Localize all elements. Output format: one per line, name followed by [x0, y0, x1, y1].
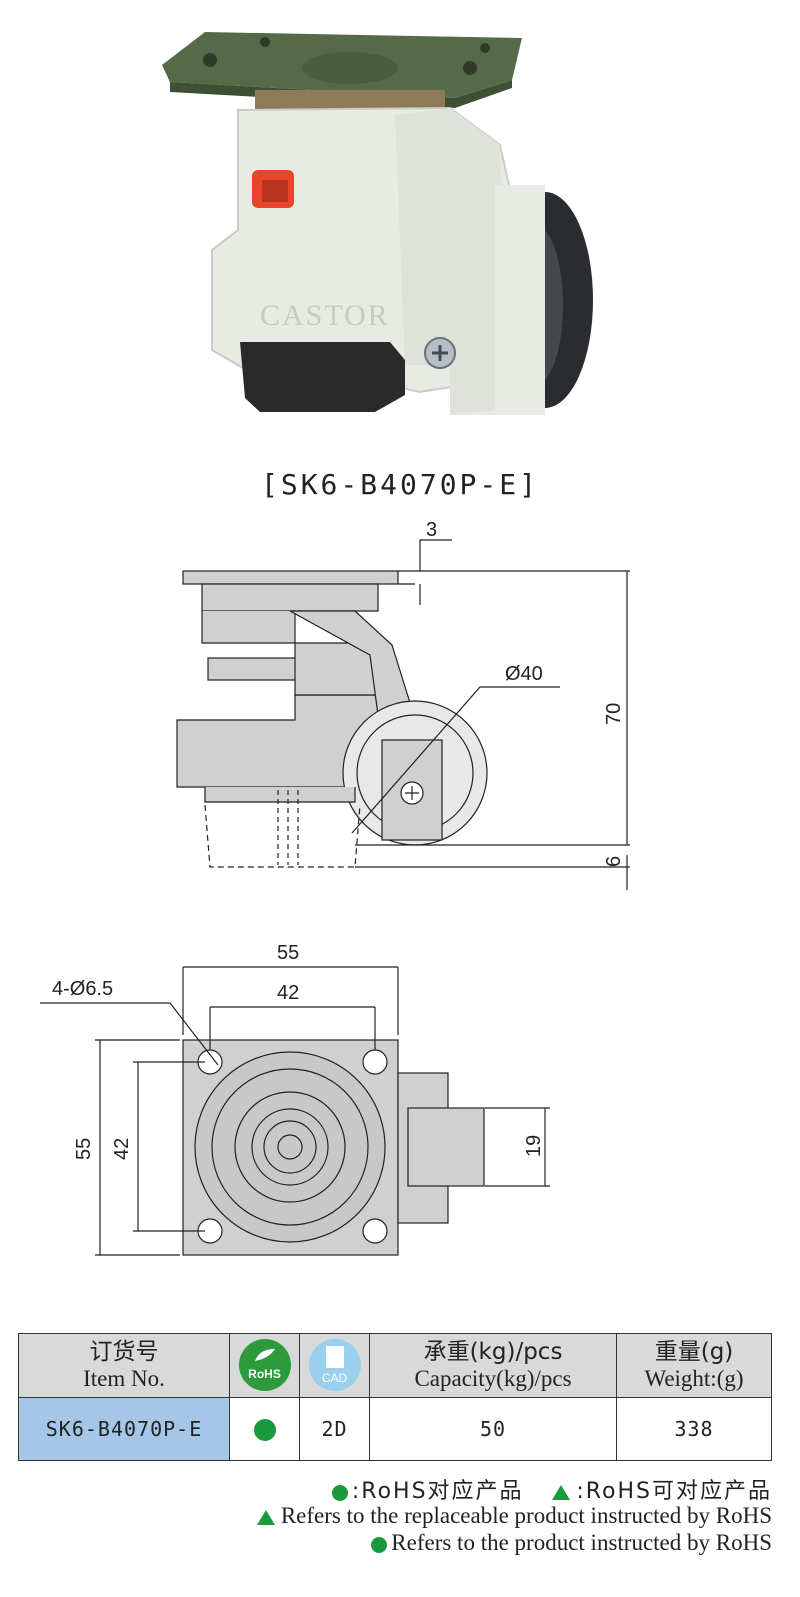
- green-triangle-icon: [256, 1510, 275, 1526]
- dim-height: 70: [603, 703, 625, 725]
- cell-cad: 2D: [299, 1396, 370, 1461]
- table-row: SK6-B4070P-E 2D 50 338: [18, 1396, 772, 1461]
- product-photo: CASTOR: [162, 32, 593, 415]
- brand-text: CASTOR: [260, 299, 390, 332]
- dim-hole-pitch-y: 42: [111, 1138, 133, 1160]
- legend-line-2: Refers to the replaceable product instru…: [256, 1503, 772, 1529]
- cell-weight: 338: [616, 1396, 772, 1461]
- green-dot-icon: [371, 1536, 388, 1553]
- table-header-row: 订货号 Item No. RoHS CAD 承重(kg)/pcs Capacit…: [18, 1333, 772, 1398]
- rohs-dot-icon: [253, 1419, 276, 1441]
- legend-line-3: Refers to the product instructed by RoHS: [371, 1530, 772, 1556]
- dim-hole-pitch-x: 42: [277, 982, 299, 1004]
- rohs-icon: RoHS: [238, 1339, 291, 1392]
- green-dot-icon: [331, 1484, 348, 1501]
- dim-holes: 4-Ø6.5: [52, 978, 113, 1000]
- model-title: [SK6-B4070P-E]: [260, 468, 539, 501]
- header-item-no: 订货号 Item No.: [18, 1333, 230, 1398]
- header-rohs: RoHS: [229, 1333, 300, 1398]
- green-triangle-icon: [552, 1485, 571, 1501]
- cell-capacity: 50: [369, 1396, 617, 1461]
- legend-line-1: :RoHS对应产品 :RoHS可对应产品: [331, 1473, 772, 1505]
- cell-item-no: SK6-B4070P-E: [18, 1396, 230, 1461]
- cad-icon: CAD: [308, 1339, 361, 1392]
- side-view-drawing: 3 Ø40 70 6: [176, 519, 630, 890]
- dim-wheel-diameter: Ø40: [505, 663, 543, 685]
- dim-plate-thickness: 3: [426, 519, 437, 541]
- top-view-drawing: 4-Ø6.5 55 42 55 42 19: [40, 942, 550, 1256]
- cell-rohs: [229, 1396, 300, 1461]
- dim-outer-width: 55: [277, 942, 299, 964]
- dim-bottom: 6: [603, 856, 625, 867]
- header-capacity: 承重(kg)/pcs Capacity(kg)/pcs: [369, 1333, 617, 1398]
- header-cad: CAD: [299, 1333, 370, 1398]
- spec-table: 订货号 Item No. RoHS CAD 承重(kg)/pcs Capacit…: [18, 1333, 772, 1461]
- dim-outer-height: 55: [73, 1138, 95, 1160]
- header-weight: 重量(g) Weight:(g): [616, 1333, 772, 1398]
- dim-arm-width: 19: [523, 1135, 545, 1157]
- leveling-pad: [240, 342, 405, 412]
